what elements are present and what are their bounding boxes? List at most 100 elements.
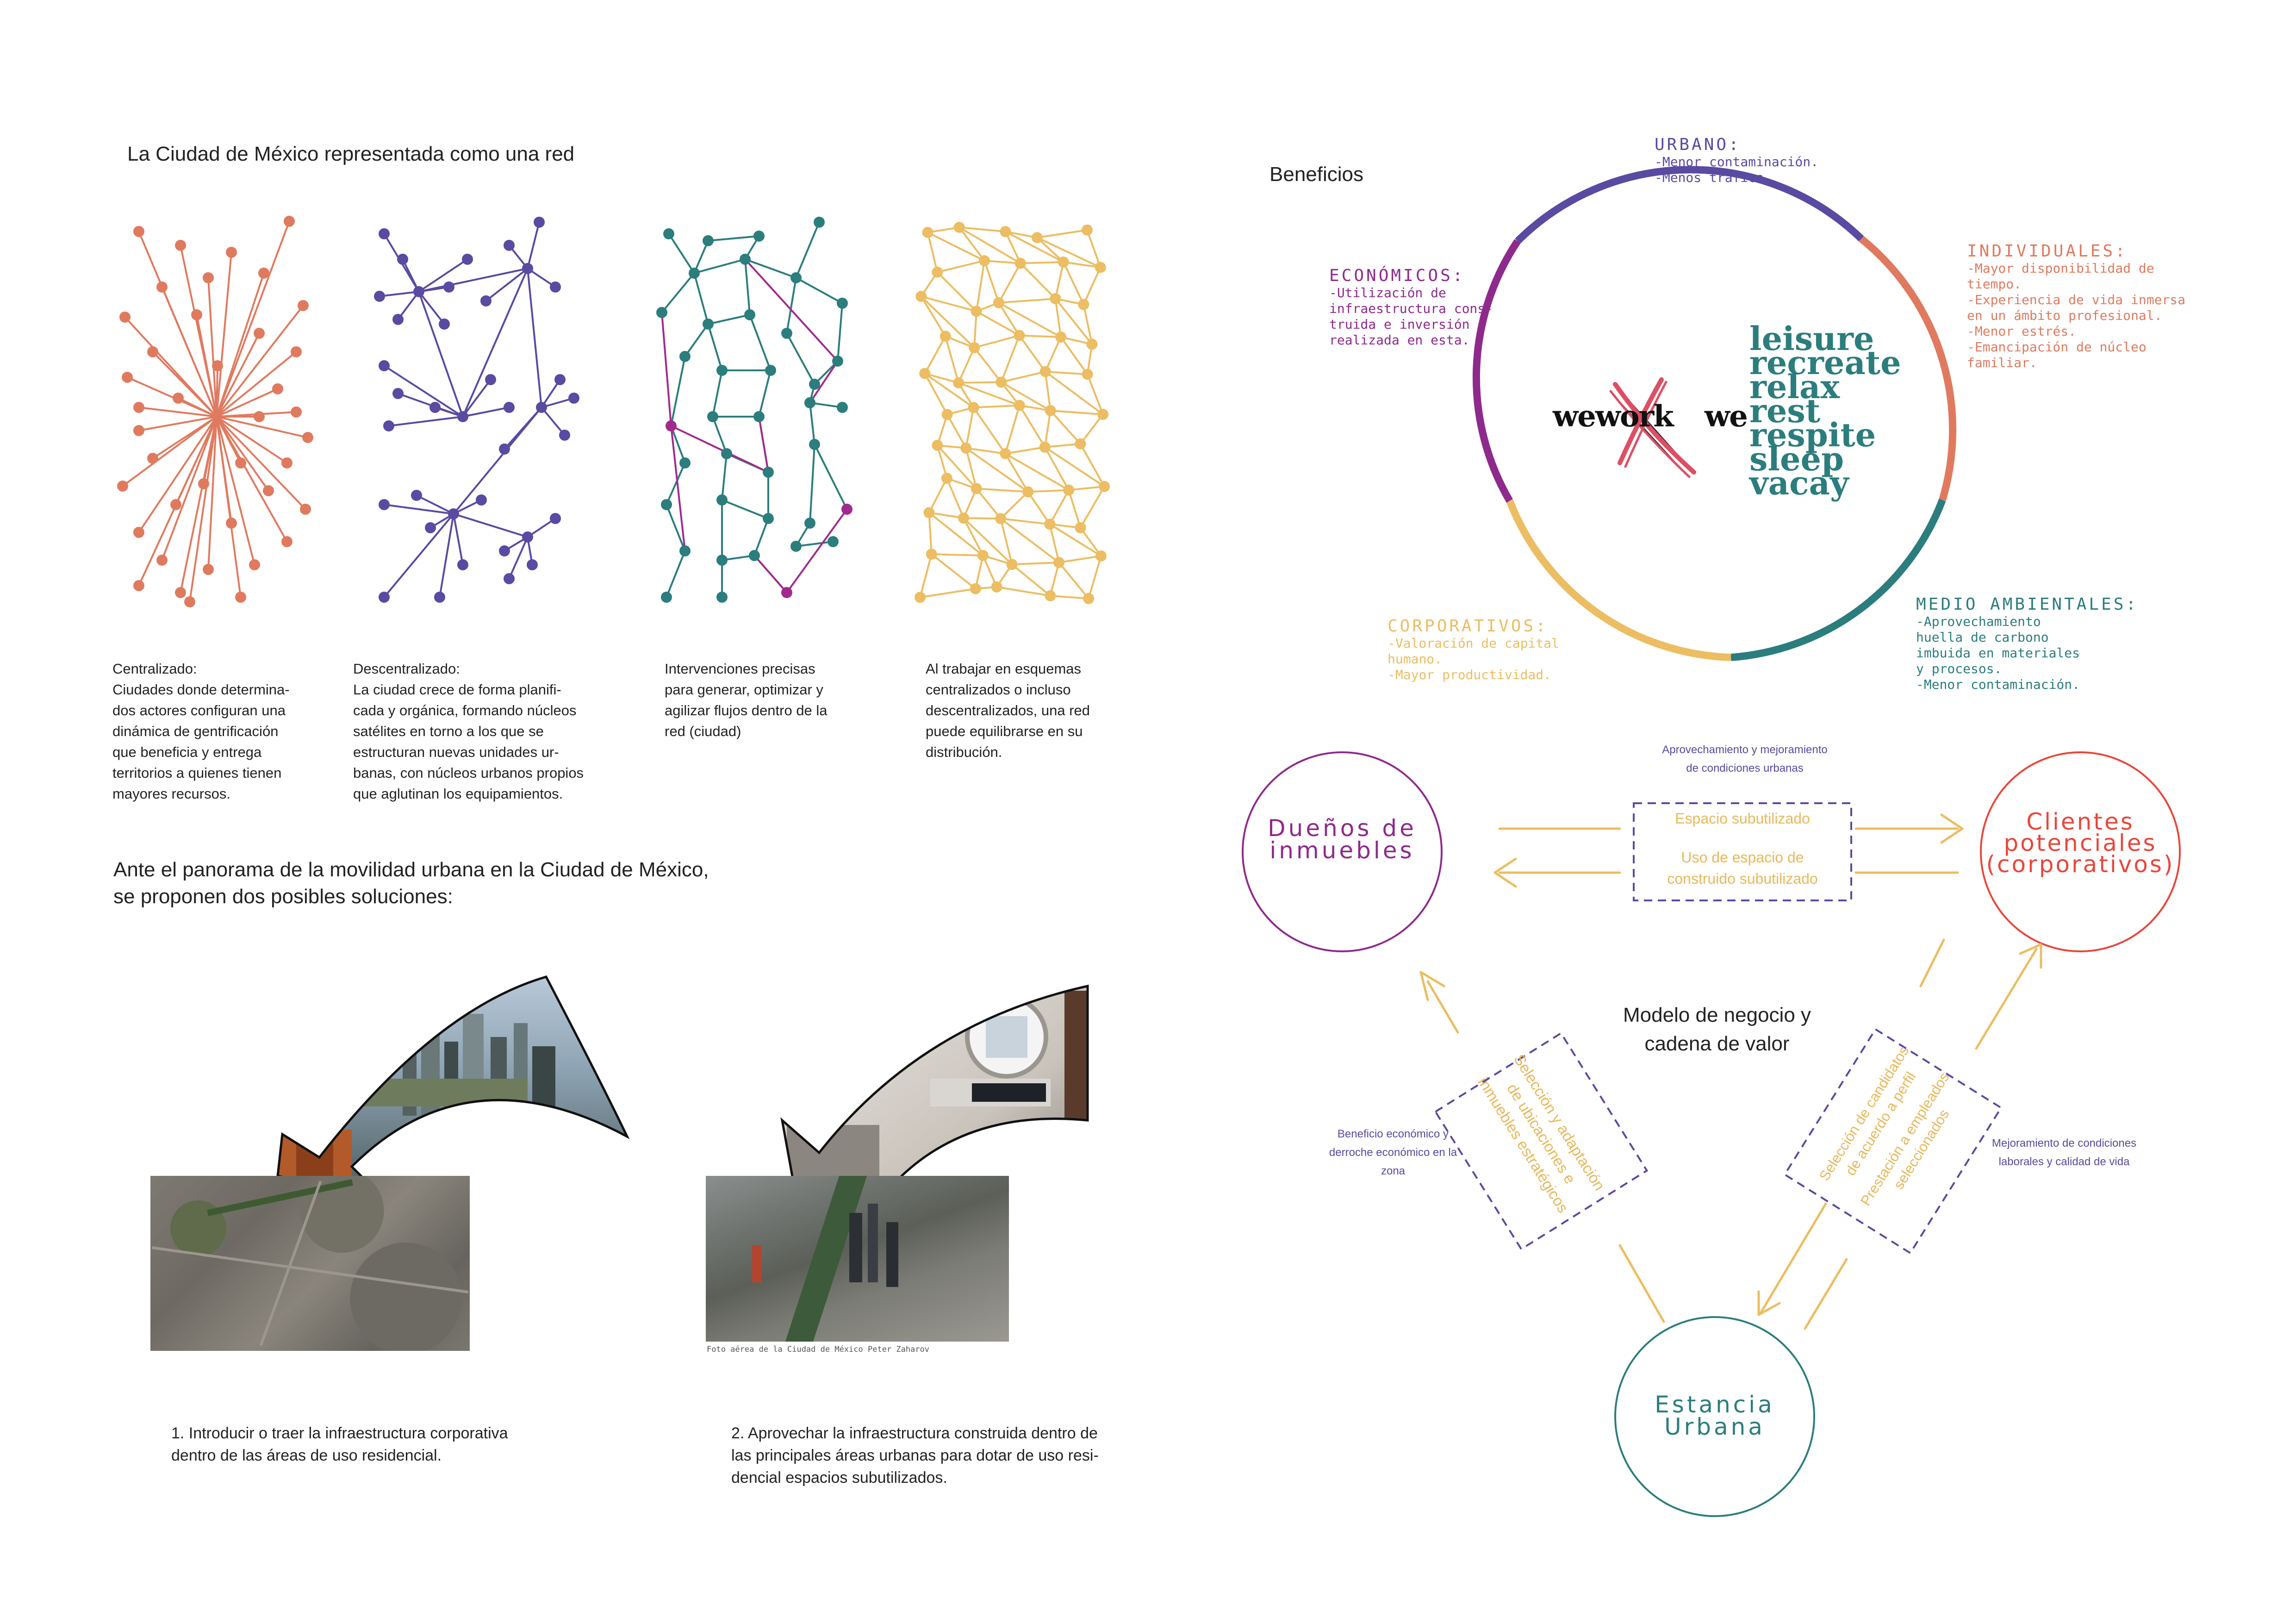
node <box>996 376 1007 388</box>
node <box>932 266 943 278</box>
edge <box>527 268 556 288</box>
edge <box>973 347 1002 383</box>
node <box>1097 409 1109 420</box>
intervention-edge <box>809 360 839 404</box>
node <box>147 453 158 464</box>
edge <box>965 447 1029 493</box>
node <box>536 402 547 413</box>
node <box>175 240 186 251</box>
node <box>703 319 714 330</box>
edge <box>929 512 964 519</box>
node <box>1044 518 1056 530</box>
edge <box>1062 262 1085 305</box>
edge <box>379 291 419 297</box>
node <box>300 504 311 515</box>
edge <box>958 226 1021 264</box>
node <box>837 298 848 309</box>
edge <box>1004 231 1021 264</box>
node <box>281 536 292 547</box>
node <box>527 559 538 570</box>
edge <box>753 518 769 556</box>
node <box>272 383 283 394</box>
edge <box>693 240 709 274</box>
edge <box>1027 491 1051 525</box>
node <box>117 481 128 492</box>
node <box>763 513 774 524</box>
wework-logo: wework <box>1553 399 1674 434</box>
curved-arrow-1 <box>276 975 630 1201</box>
edge <box>1054 262 1064 299</box>
edge <box>927 232 939 273</box>
node <box>379 360 390 371</box>
word-recreate: recreate <box>1749 344 1901 382</box>
edge <box>1063 261 1101 269</box>
edge <box>216 416 288 464</box>
aerial-photo-1 <box>150 1176 470 1351</box>
edge <box>1060 336 1089 375</box>
node <box>979 255 990 267</box>
edge <box>402 259 420 292</box>
node <box>1039 366 1051 377</box>
node <box>1050 293 1061 305</box>
benefit-individuales: INDIVIDUALES: -Mayor disponibilidad de t… <box>1967 242 2186 370</box>
node <box>254 411 265 422</box>
word-relax: relax <box>1749 368 1840 406</box>
node <box>235 592 246 603</box>
edge <box>693 273 709 325</box>
node <box>175 587 186 598</box>
edge <box>1069 485 1105 491</box>
node <box>661 499 672 510</box>
edge <box>216 252 232 417</box>
node <box>781 328 792 339</box>
edge <box>216 416 288 542</box>
edge <box>1079 486 1105 528</box>
edge <box>946 478 964 518</box>
node <box>1095 550 1107 562</box>
edge <box>796 277 843 304</box>
edge <box>138 406 217 418</box>
node <box>969 342 980 353</box>
node <box>203 564 214 575</box>
node <box>281 457 292 468</box>
benefits-title: Beneficios <box>1269 163 1364 186</box>
node <box>457 411 468 422</box>
edge <box>1000 335 1020 383</box>
leisure-words: leisure recreate relax rest respite slee… <box>1749 323 1901 500</box>
network-centralized <box>117 216 313 607</box>
edge <box>712 416 728 454</box>
edge <box>216 416 242 598</box>
node <box>763 467 774 478</box>
node <box>302 432 313 443</box>
node <box>922 227 933 238</box>
edge <box>786 277 797 334</box>
intervention-edge <box>758 416 769 473</box>
node <box>971 306 982 317</box>
node <box>499 545 510 556</box>
network-distributed <box>915 222 1110 604</box>
edge <box>418 258 468 293</box>
edge <box>920 587 976 599</box>
node <box>953 222 965 233</box>
edge <box>416 494 454 515</box>
circle-duenos <box>1242 751 1443 952</box>
node <box>379 592 390 603</box>
node <box>133 580 144 591</box>
node <box>814 217 825 228</box>
edge <box>931 553 983 556</box>
network-desc-centralizado: Centralizado:Ciudades donde determina-do… <box>112 661 290 802</box>
edge <box>1001 370 1046 383</box>
intervention-edge <box>753 555 788 593</box>
node <box>434 592 445 603</box>
edge <box>178 397 217 418</box>
edge <box>1049 524 1060 563</box>
node <box>721 448 732 459</box>
node <box>1099 481 1110 492</box>
network-decentralized <box>374 217 579 603</box>
edge <box>919 554 933 598</box>
edge <box>976 487 1028 493</box>
node <box>1082 224 1093 236</box>
node <box>941 409 953 420</box>
node <box>379 499 390 510</box>
node <box>809 439 820 450</box>
edge <box>1028 489 1069 493</box>
